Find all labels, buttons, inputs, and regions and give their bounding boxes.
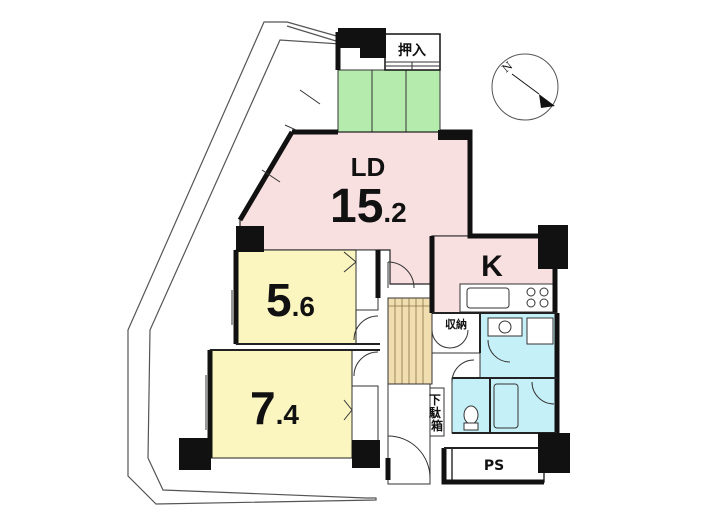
toilet — [451, 377, 491, 434]
balcony — [127, 21, 377, 505]
room2-size: 7.4 — [250, 382, 299, 434]
entrance — [387, 383, 431, 485]
bath — [489, 377, 558, 434]
stove-burner-icon — [539, 298, 549, 308]
stove-burner-icon — [539, 287, 549, 297]
doors — [343, 251, 555, 479]
washroom — [479, 312, 558, 379]
ps-label: PS — [484, 458, 504, 474]
room1-size: 5.6 — [266, 274, 315, 326]
columns — [179, 28, 570, 473]
oshiire-closet — [384, 33, 441, 71]
storage-closet — [431, 312, 481, 354]
shoe-cabinet — [429, 387, 445, 437]
closet-room1 — [355, 249, 379, 311]
stove-burner-icon — [526, 287, 536, 297]
stove-burner-icon — [526, 298, 536, 308]
western-room-1 — [235, 249, 357, 345]
windows — [205, 89, 321, 430]
ld-size: 15.2 — [330, 180, 407, 233]
k-label: K — [481, 250, 503, 283]
ld-label: LD — [351, 152, 386, 182]
tatami-room — [337, 69, 441, 133]
compass: N — [491, 53, 559, 121]
closet-room2 — [351, 385, 379, 443]
getabako-label: 下 駄 箱 — [429, 393, 445, 433]
oshiire-label: 押入 — [398, 42, 426, 59]
shuno-label: 収納 — [445, 317, 467, 331]
hallway — [387, 297, 433, 385]
compass-arrow-icon — [512, 74, 555, 108]
sink-icon — [466, 287, 510, 309]
